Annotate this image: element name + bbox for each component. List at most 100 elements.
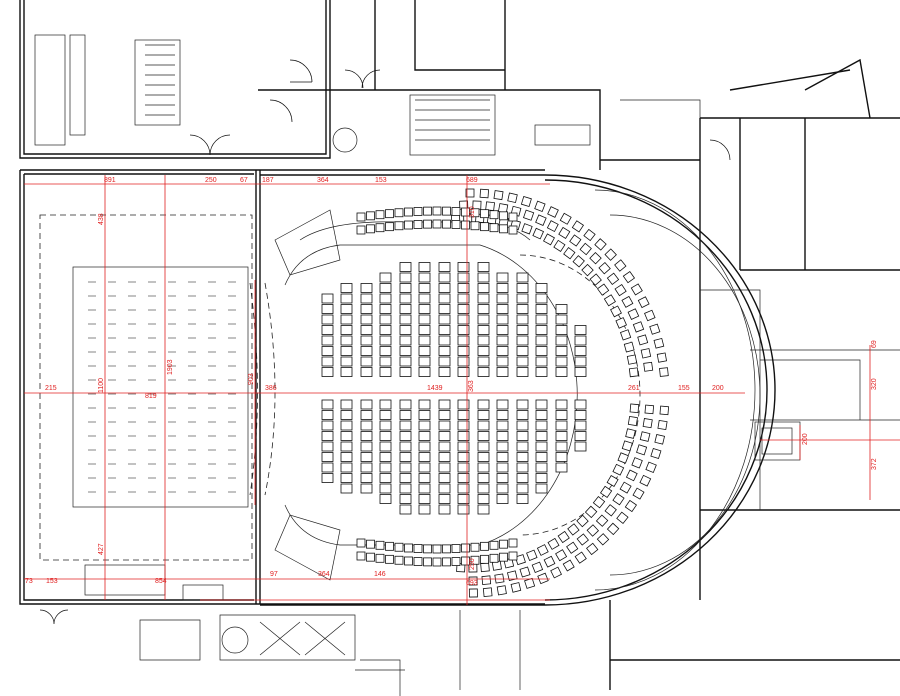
seat bbox=[553, 239, 566, 252]
seat bbox=[413, 207, 423, 216]
seat bbox=[423, 206, 432, 216]
seat bbox=[399, 293, 412, 304]
seat bbox=[598, 261, 611, 275]
seat bbox=[596, 533, 610, 546]
seat bbox=[438, 462, 451, 473]
seat bbox=[477, 272, 490, 283]
seat bbox=[535, 346, 548, 356]
seat bbox=[321, 473, 334, 483]
seat bbox=[584, 505, 598, 519]
dimension-lines bbox=[24, 175, 900, 605]
seat bbox=[480, 562, 490, 573]
seat bbox=[340, 473, 353, 483]
seat bbox=[399, 272, 412, 283]
dim-top-1: 891 bbox=[104, 177, 116, 184]
seat bbox=[438, 314, 451, 325]
seat bbox=[321, 410, 334, 420]
seat bbox=[399, 441, 412, 452]
dim-left-1: 438 bbox=[98, 213, 105, 225]
seat bbox=[546, 220, 559, 233]
doors-stairs bbox=[34, 34, 801, 661]
seat bbox=[589, 251, 602, 265]
seat bbox=[418, 473, 431, 483]
seat bbox=[423, 544, 432, 554]
seat bbox=[356, 538, 366, 548]
seat bbox=[457, 452, 470, 462]
seat bbox=[657, 419, 668, 431]
seat bbox=[438, 293, 451, 304]
seat bbox=[438, 504, 451, 515]
seat bbox=[399, 452, 412, 462]
seat bbox=[375, 553, 385, 563]
seat bbox=[399, 325, 412, 335]
seat bbox=[606, 272, 620, 285]
seat bbox=[596, 283, 610, 296]
seat bbox=[477, 314, 490, 325]
seat bbox=[535, 293, 548, 304]
seat bbox=[438, 473, 451, 483]
seat bbox=[356, 551, 366, 561]
seat bbox=[654, 434, 665, 445]
seat bbox=[461, 556, 470, 566]
seat bbox=[516, 356, 529, 367]
seat bbox=[496, 399, 509, 410]
seat bbox=[360, 431, 373, 441]
seat bbox=[606, 474, 619, 488]
seat bbox=[457, 283, 470, 293]
dim-mid-3: 386 bbox=[265, 385, 277, 392]
dim-vc-3: 363 bbox=[468, 380, 475, 392]
seat bbox=[579, 242, 592, 256]
seat bbox=[496, 473, 509, 483]
seat bbox=[477, 452, 490, 462]
seat bbox=[574, 367, 587, 377]
seat bbox=[574, 431, 587, 441]
seat bbox=[574, 420, 587, 431]
seat bbox=[516, 483, 529, 494]
seat bbox=[457, 335, 470, 346]
seat bbox=[566, 541, 579, 554]
seat bbox=[379, 483, 392, 494]
seat bbox=[477, 410, 490, 420]
seat bbox=[614, 259, 627, 272]
seat bbox=[457, 293, 470, 304]
seat bbox=[520, 196, 532, 207]
dim-mid-1: 215 bbox=[45, 385, 57, 392]
seat bbox=[616, 511, 629, 524]
seat bbox=[642, 418, 653, 429]
dim-right-2: 320 bbox=[871, 378, 878, 390]
seat bbox=[535, 462, 548, 473]
seat bbox=[385, 541, 394, 551]
seat bbox=[418, 483, 431, 494]
seat bbox=[465, 188, 475, 198]
seat bbox=[360, 356, 373, 367]
seat bbox=[418, 494, 431, 504]
seat bbox=[379, 473, 392, 483]
seat bbox=[516, 473, 529, 483]
seat bbox=[489, 223, 499, 233]
seat bbox=[418, 293, 431, 304]
seat bbox=[482, 587, 493, 597]
seat bbox=[653, 337, 665, 349]
dim-top-3: 67 bbox=[240, 177, 248, 184]
seat bbox=[418, 399, 431, 410]
seat bbox=[399, 262, 412, 272]
seat bbox=[516, 314, 529, 325]
seat bbox=[375, 540, 385, 550]
seat bbox=[461, 207, 470, 217]
seat bbox=[438, 441, 451, 452]
seat bbox=[379, 462, 392, 473]
seat bbox=[592, 496, 606, 509]
seat bbox=[477, 283, 490, 293]
seat bbox=[457, 304, 470, 314]
seat bbox=[572, 255, 585, 268]
dim-bottom-7: 693 bbox=[466, 580, 478, 587]
seat bbox=[555, 452, 568, 462]
seat bbox=[360, 325, 373, 335]
seat bbox=[555, 314, 568, 325]
seat bbox=[340, 399, 353, 410]
seat bbox=[563, 247, 576, 260]
seat bbox=[510, 582, 522, 593]
seat bbox=[375, 210, 385, 220]
seat bbox=[555, 399, 568, 410]
seat bbox=[496, 410, 509, 420]
